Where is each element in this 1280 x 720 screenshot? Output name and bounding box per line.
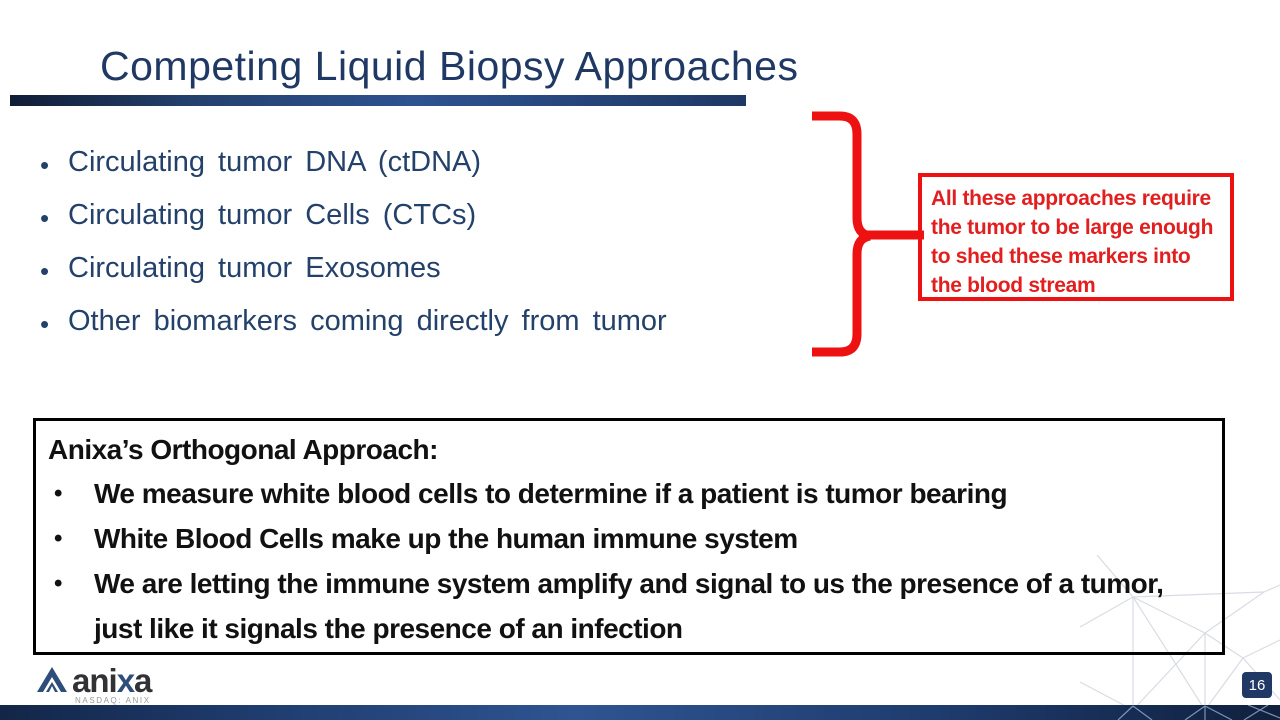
wordmark-x: x	[116, 662, 135, 699]
footer-bar-lines-decoration	[1117, 705, 1280, 720]
orthogonal-approach-box: Anixa’s Orthogonal Approach: • We measur…	[33, 418, 1225, 655]
approach-heading: Anixa’s Orthogonal Approach:	[48, 434, 438, 465]
wordmark-part: ani	[72, 662, 118, 699]
slide-title: Competing Liquid Biopsy Approaches	[100, 43, 799, 89]
bullet-icon: •	[40, 256, 50, 286]
callout-box: All these approaches require the tumor t…	[918, 173, 1234, 301]
liquid-biopsy-bullet-list: • Circulating tumor DNA (ctDNA) • Circul…	[40, 146, 840, 358]
bullet-icon: •	[54, 480, 62, 507]
bullet-icon: •	[40, 203, 50, 233]
anixa-logo: anixa NASDAQ: ANIX	[36, 662, 256, 712]
list-item-label: We measure white blood cells to determin…	[94, 478, 1008, 509]
title-underline-bar	[10, 95, 746, 106]
ticker-label: NASDAQ: ANIX	[75, 696, 151, 705]
list-item: • White Blood Cells make up the human im…	[48, 516, 1212, 561]
callout-text: the tumor to be large enough	[931, 216, 1214, 239]
red-brace-icon	[812, 111, 924, 357]
callout-text: the blood stream	[931, 274, 1096, 297]
callout-text: to shed these markers into	[931, 245, 1191, 268]
bullet-icon: •	[54, 525, 62, 552]
footer-bar	[0, 705, 1280, 720]
list-item: • Circulating tumor DNA (ctDNA)	[40, 146, 840, 199]
list-item: • Circulating tumor Cells (CTCs)	[40, 199, 840, 252]
wordmark-part: a	[134, 662, 152, 699]
list-item: • Circulating tumor Exosomes	[40, 252, 840, 305]
anixa-wordmark: anixa	[72, 662, 152, 700]
page-number-badge: 16	[1242, 672, 1272, 698]
list-item-label: Circulating tumor DNA (ctDNA)	[68, 146, 482, 178]
bullet-icon: •	[54, 570, 62, 597]
bullet-icon: •	[40, 150, 50, 180]
list-item-label: Circulating tumor Exosomes	[68, 252, 441, 284]
list-item-label: Circulating tumor Cells (CTCs)	[68, 199, 477, 231]
list-item-label: We are letting the immune system amplify…	[94, 568, 1164, 644]
list-item: • We measure white blood cells to determ…	[48, 471, 1212, 516]
list-item: • Other biomarkers coming directly from …	[40, 305, 840, 358]
list-item-label: Other biomarkers coming directly from tu…	[68, 305, 667, 337]
list-item-label: White Blood Cells make up the human immu…	[94, 523, 798, 554]
anixa-logo-icon	[37, 667, 67, 692]
bullet-icon: •	[40, 309, 50, 339]
callout-text: All these approaches require	[931, 187, 1211, 210]
list-item: • We are letting the immune system ampli…	[48, 561, 1212, 651]
